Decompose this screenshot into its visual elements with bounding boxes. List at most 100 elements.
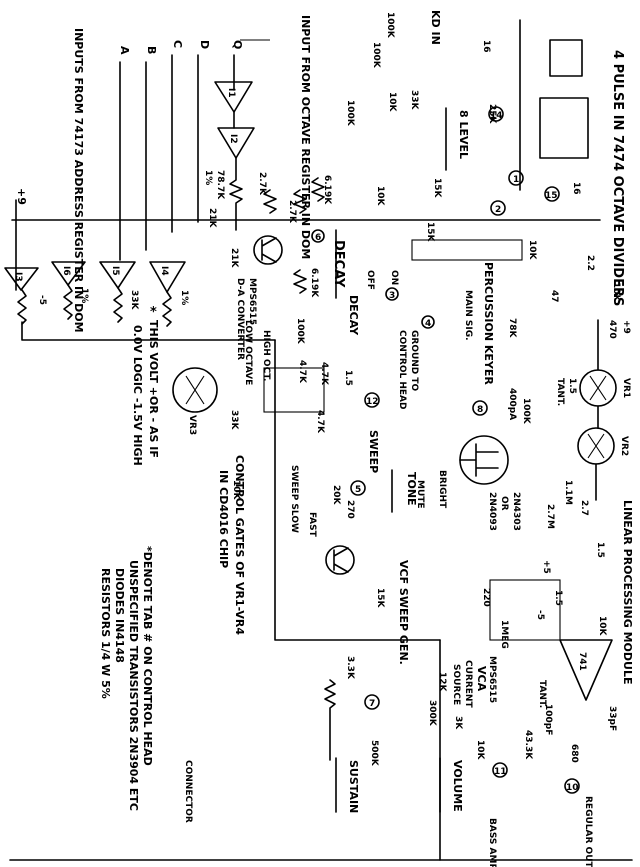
inverter-i2: I2 (217, 127, 255, 159)
tab-2-label: 2 (495, 205, 501, 215)
tab-8 (472, 400, 488, 416)
rail-plus9: 1.5 (343, 370, 353, 386)
resistor-2-7k-b (293, 189, 307, 214)
tab-3 (385, 287, 399, 301)
ic-7474-top (549, 39, 583, 77)
value-2-2-tant-a: 1.5 (567, 378, 577, 394)
value-33pf: 33pF (607, 706, 617, 731)
rail-plus5-left: +9 (15, 188, 28, 205)
value-1meg: 1MEG (499, 620, 509, 649)
pin-16-top: 16 (481, 40, 491, 53)
value-3-9k: 1.5 (553, 590, 563, 606)
note-3: DIODES IN4148 (113, 568, 126, 663)
tab-10-label: 10 (566, 783, 579, 793)
vca-part-label: MPS6515 (487, 656, 497, 703)
jfet-or-label: OR (499, 496, 509, 511)
inverter-i5: I5 (99, 261, 136, 289)
dac-label: D-A CONVERTER (235, 278, 245, 360)
current-label: CURRENT (463, 660, 473, 708)
value-6-19k-a: 6.19K (322, 175, 332, 205)
value-33k: 33K (129, 290, 139, 311)
input-q: Q (231, 40, 244, 49)
on-label-decay: ON (389, 270, 399, 285)
input-c: C (171, 40, 184, 48)
value-470: 4.7K (297, 360, 307, 384)
tab-8-label: 8 (477, 405, 483, 415)
value-1pct-a: 1% (203, 170, 213, 185)
tab-2 (490, 200, 506, 216)
value-15k-top: 15K (432, 178, 442, 199)
resistor-6-19k-b (293, 269, 307, 294)
transistor-vcf (325, 545, 355, 575)
addr-register-label: INPUTS FROM 74173 ADDRESS REGISTER IN DO… (72, 28, 85, 333)
bass-amp-label: BASS AMP (487, 818, 497, 867)
note-4: RESISTORS 1/4 W 5% (99, 568, 112, 699)
value-25k: 25K (487, 104, 497, 125)
tant-label-a: TANT. (555, 378, 565, 406)
value-10k-opamp: 10K (597, 616, 607, 637)
pin-16-mid: 16 (571, 182, 581, 195)
resistor-2-7k-a (263, 189, 277, 214)
value-10k-volume: 10K (475, 740, 485, 761)
sustain-label: SUSTAIN (347, 760, 360, 813)
jfet-2n4303 (459, 435, 509, 485)
value-2-2-right: 1.5 (595, 542, 605, 558)
tab-15-label: 15 (545, 191, 558, 201)
inverter-i6: I6 (51, 261, 86, 286)
value-3k: 3K (453, 716, 463, 730)
ground-label: GROUND TO (409, 330, 419, 392)
tant-label-b: TANT. (537, 680, 547, 708)
inverter-i1: I1 (214, 81, 253, 113)
vcf-label: VCF SWEEP GEN. (397, 560, 410, 665)
vr-chain-wire (595, 319, 599, 501)
mute-label: MUTE (415, 480, 425, 509)
rail-minus5-jfet: 100K (521, 398, 531, 425)
resistor-78-7k (229, 157, 243, 231)
svg-text:VR3: VR3 (187, 415, 197, 435)
value-680: 680 (569, 744, 579, 763)
vca-label: VCA (475, 666, 488, 692)
volume-label: VOLUME (451, 760, 464, 812)
tab-15 (544, 186, 560, 202)
sweep-slow-label: SWEEP SLOW (289, 465, 299, 533)
value-21k-b: 21K (229, 248, 239, 269)
value-100k-top-b: 100K (371, 42, 381, 69)
value-1-1m: 4.7K (315, 410, 325, 434)
jfet-alt-label: 2N4093 (487, 492, 497, 531)
main-sig-label: MAIN SIG. (463, 290, 473, 341)
resistor-78k (63, 284, 73, 320)
value-4-7k-mid: 33K (229, 410, 239, 431)
vca-box (489, 579, 561, 641)
source-label: SOURCE (451, 664, 461, 705)
tab-11-label: 11 (494, 767, 507, 777)
tab-14-label: 14 (490, 111, 503, 121)
resistor-20k (162, 291, 172, 327)
tab-1-label: 1 (513, 175, 519, 185)
control-head-label: CONTROL HEAD (397, 330, 407, 410)
value-15k-vcf: 15K (375, 588, 385, 609)
value-21k-a: 21K (207, 208, 217, 229)
input-b: B (145, 46, 158, 54)
svg-text:I5: I5 (110, 266, 120, 276)
value-100k-top: 100K (385, 12, 395, 39)
rail-plus5-right: +9 (621, 320, 631, 334)
tab-5-label: 5 (355, 485, 361, 495)
svg-text:I2: I2 (228, 134, 238, 144)
opamp-current-source (263, 367, 325, 413)
bright-label: BRIGHT (437, 470, 447, 509)
photocell-vr2: VR2 (577, 427, 629, 465)
inverter-i4: I4 (149, 261, 186, 293)
high-oct-label: HIGH OCT. (261, 330, 271, 381)
value-2-7k-a: 2.7K (257, 172, 267, 196)
tab-7-label: 7 (369, 699, 375, 709)
value-270: 15K (425, 222, 435, 243)
resistor-6-19k-a (311, 177, 325, 202)
svg-text:I1: I1 (226, 88, 236, 98)
fast-label: FAST (307, 512, 317, 538)
value-78k: 1% (79, 288, 89, 303)
inverter-i3: I3 (4, 267, 39, 291)
input-a: A (118, 46, 131, 55)
value-10k-perc: 10K (527, 240, 537, 261)
svg-text:VR2: VR2 (619, 436, 629, 456)
jfet-part-label: 2N4303 (511, 492, 521, 531)
